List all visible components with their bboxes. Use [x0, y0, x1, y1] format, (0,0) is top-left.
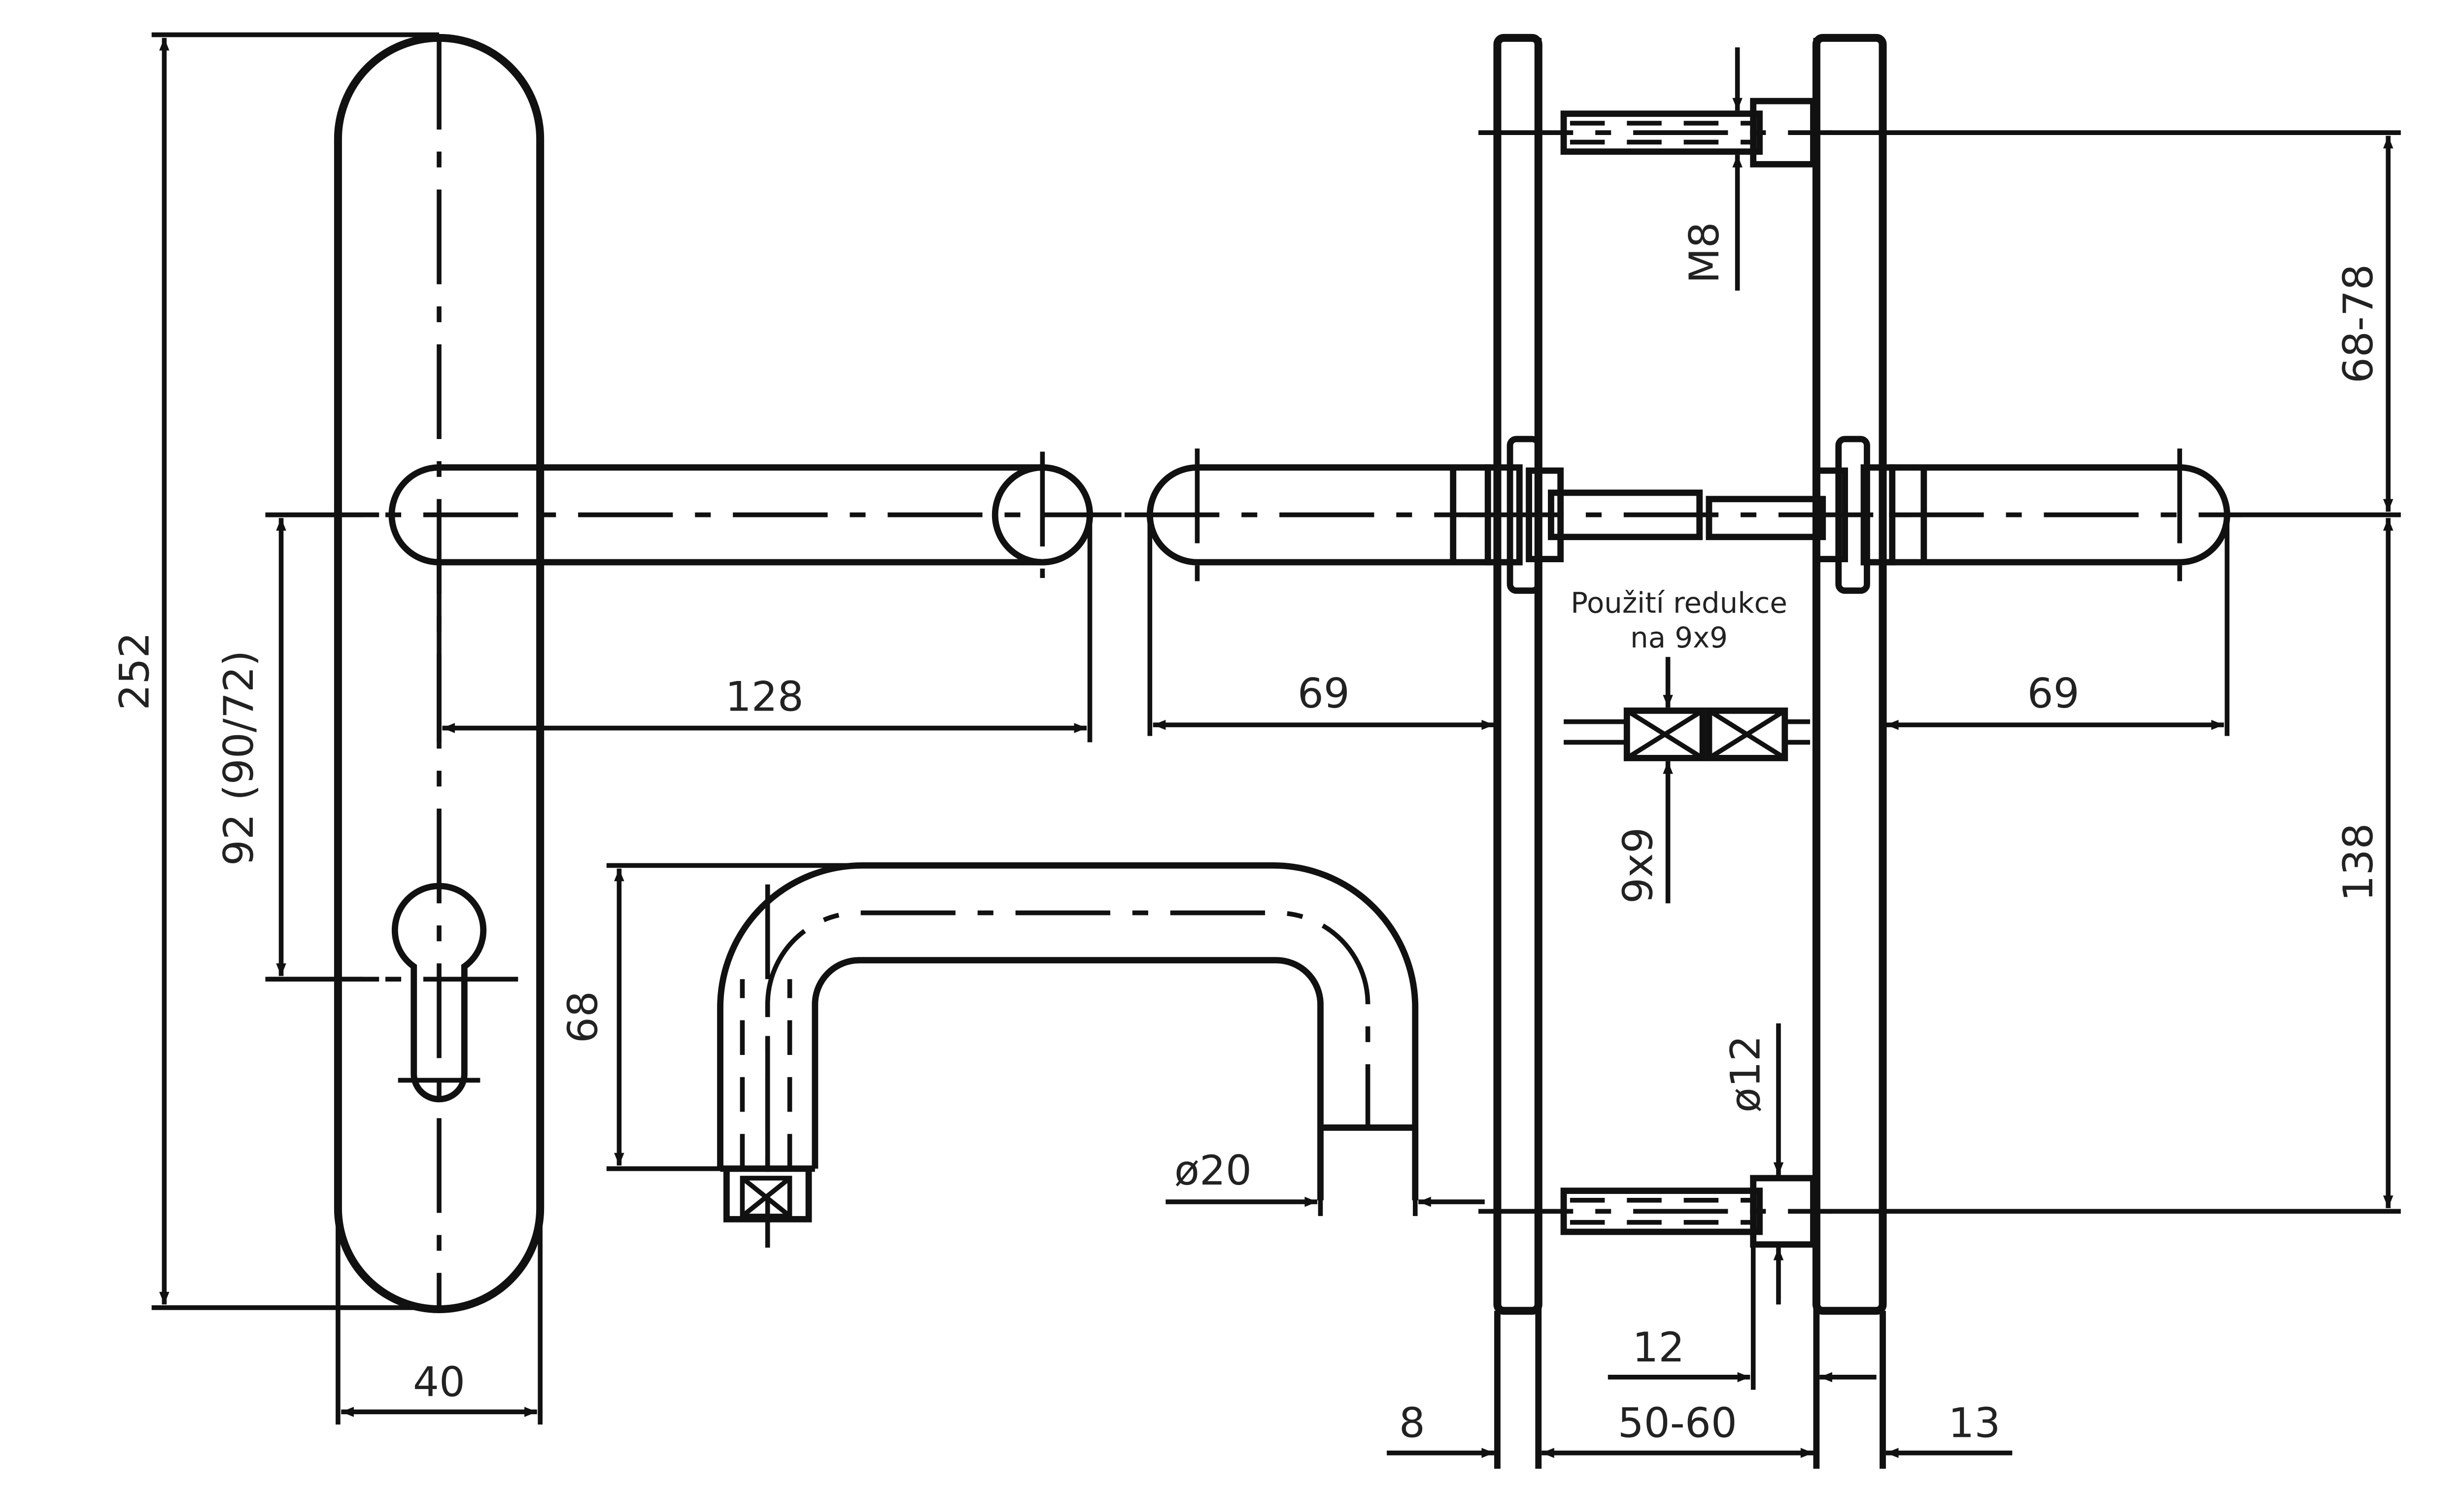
bottom-pin	[1478, 1175, 1832, 1248]
note-reduction-line2: na 9x9	[1630, 621, 1728, 654]
dim-plate-width: 40	[336, 1208, 543, 1425]
label-spindle-size: 9x9	[1614, 827, 1662, 904]
dim-top-screw-range: 68-78	[1826, 130, 2401, 517]
dim-pin-diameter: ø12	[1722, 1023, 1784, 1305]
label-pin-diameter: ø12	[1722, 1035, 1770, 1113]
label-door-thickness: 50-60	[1618, 1399, 1737, 1447]
dim-lever-projection-left: 69	[1147, 514, 1495, 736]
dim-handle-diameter: ø20	[1165, 1127, 1485, 1216]
dim-lever-projection-right: 69	[1885, 514, 2230, 736]
dim-lever-length: 128	[437, 514, 1093, 743]
dim-plate-thickness-left: 8	[1387, 1399, 1495, 1458]
label-hole-spacing: 92 (90/72)	[215, 650, 263, 866]
label-lever-projection-left: 69	[1298, 670, 1350, 717]
u-handle-view	[717, 862, 1419, 1248]
label-handle-diameter: ø20	[1174, 1147, 1252, 1194]
dim-plate-height: 252	[110, 32, 440, 1310]
lever-section-left	[1125, 448, 1491, 581]
spindle-assembly	[1469, 436, 1912, 594]
label-bottom-screw-offset: 138	[2334, 823, 2382, 901]
label-lever-length: 128	[725, 673, 804, 720]
label-plate-width: 40	[413, 1358, 465, 1406]
dim-pin-length: 12	[1608, 1244, 1877, 1390]
label-u-handle-height: 68	[559, 991, 607, 1043]
label-plate-height: 252	[110, 632, 158, 711]
dim-plate-thickness-right: 13	[1885, 1399, 2013, 1458]
note-reduction-line1: Použití redukce	[1571, 586, 1787, 620]
side-section-view	[1493, 34, 1887, 1469]
lever-section-right	[1889, 448, 2243, 581]
dim-screw-thread: M8	[1680, 47, 1743, 291]
label-screw-thread: M8	[1680, 222, 1728, 283]
label-plate-thickness-left: 8	[1399, 1399, 1425, 1447]
reduction-note: Použití redukce na 9x9	[1571, 586, 1787, 655]
label-top-screw-range: 68-78	[2334, 264, 2382, 383]
lever-front-view	[268, 451, 1122, 578]
cylinder-hole	[268, 883, 521, 1103]
label-plate-thickness-right: 13	[1948, 1399, 2000, 1447]
dim-bottom-screw-offset: 138	[1826, 518, 2401, 1214]
dim-u-handle-height: 68	[559, 863, 862, 1171]
spindle-reduction-detail: 9x9	[1564, 657, 1811, 904]
dim-hole-spacing: 92 (90/72)	[215, 512, 379, 982]
dim-door-thickness: 50-60	[1541, 1399, 1814, 1458]
label-lever-projection-right: 69	[2027, 670, 2080, 717]
top-screw	[1478, 98, 1832, 168]
label-pin-length: 12	[1632, 1324, 1684, 1371]
